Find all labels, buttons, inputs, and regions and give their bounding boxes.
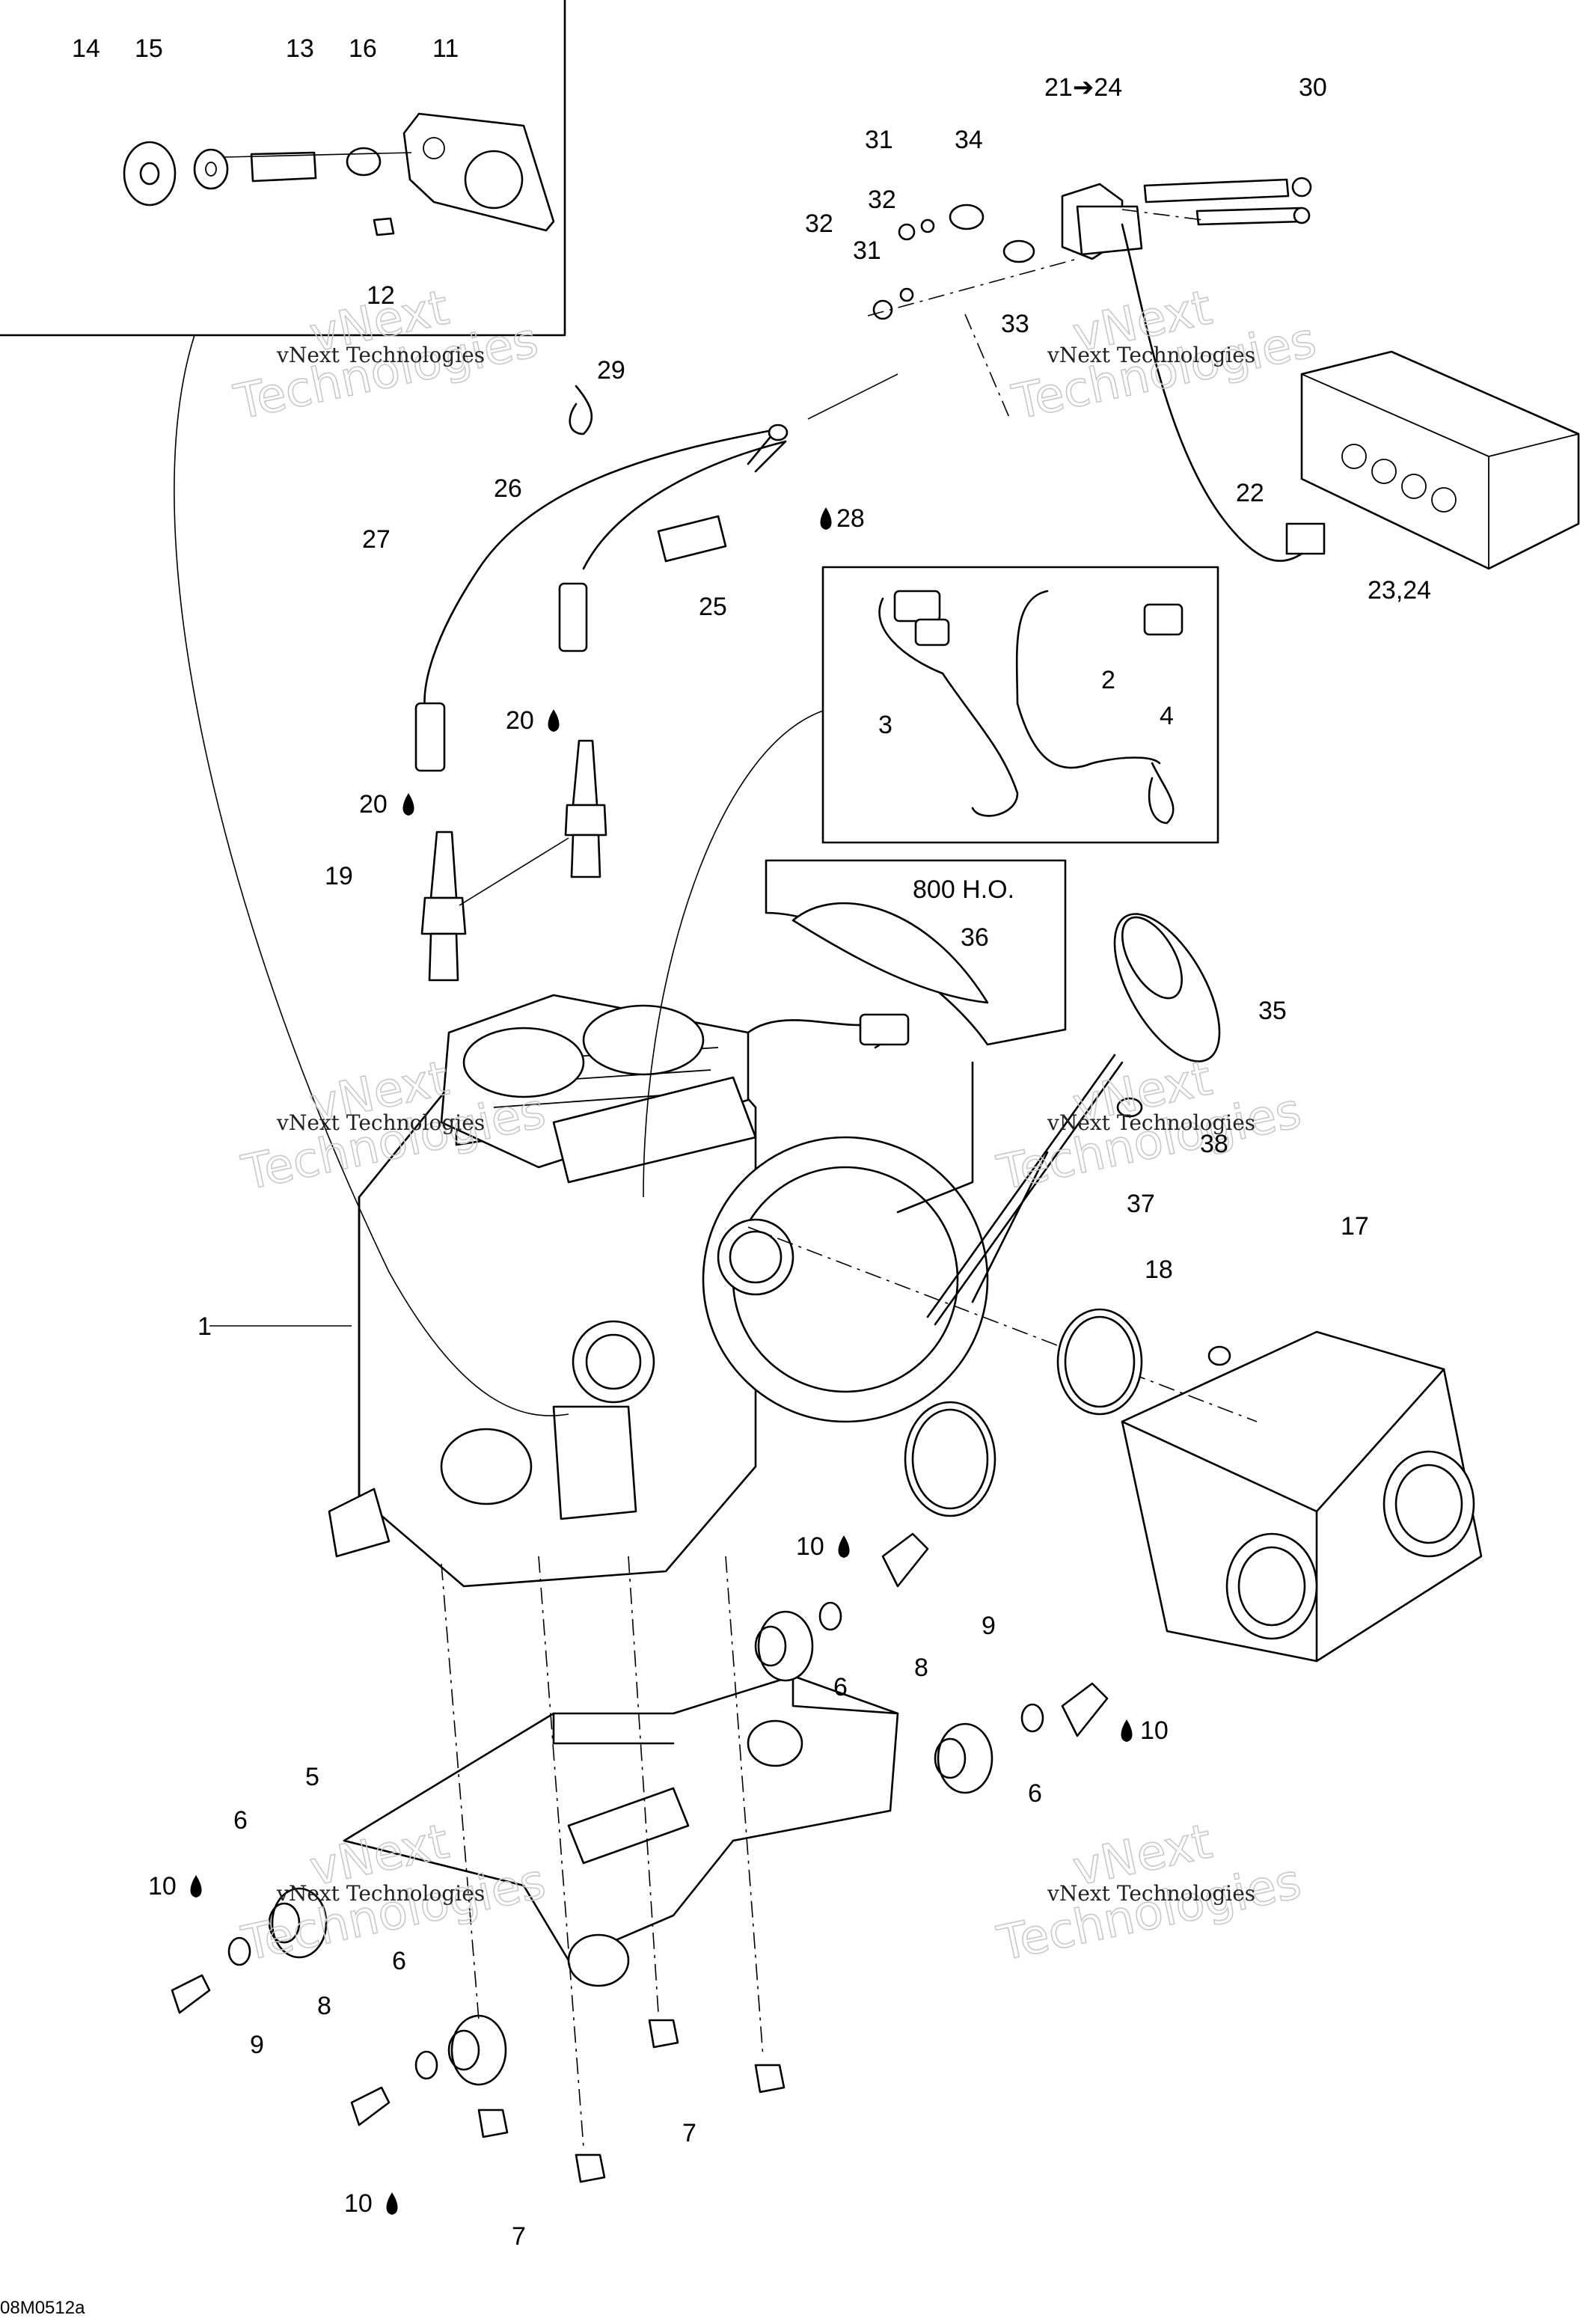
callout-13: 13 — [286, 34, 314, 63]
callout-16: 16 — [349, 34, 377, 63]
callout-2: 2 — [1101, 666, 1115, 694]
callout-34: 34 — [955, 126, 983, 154]
callout-3: 3 — [878, 711, 892, 739]
drop-icon — [386, 2192, 398, 2215]
callout-27: 27 — [362, 525, 391, 554]
callout-18: 18 — [1145, 1256, 1173, 1284]
callout-29: 29 — [597, 356, 625, 385]
callout-22: 22 — [1236, 479, 1264, 507]
drop-icon — [820, 507, 832, 530]
clamps — [904, 1308, 1143, 1517]
drop-icon — [838, 1535, 850, 1558]
callout-6-center: 6 — [833, 1673, 848, 1701]
callout-30: 30 — [1299, 73, 1327, 102]
callout-800-ho: 800 H.O. — [913, 875, 1014, 904]
callout-5: 5 — [305, 1763, 319, 1791]
callout-32-lower: 32 — [805, 210, 833, 238]
callout-17: 17 — [1341, 1212, 1369, 1241]
drop-icon — [402, 793, 414, 816]
callout-35: 35 — [1258, 997, 1287, 1025]
drop-icon — [1121, 1719, 1133, 1742]
connector-assembly — [867, 177, 1326, 562]
ignition-wires — [414, 385, 789, 772]
callout-labels: 14 15 13 16 11 12 31 34 21➔24 30 32 32 3… — [72, 34, 1431, 2251]
callout-32-upper: 32 — [868, 186, 896, 214]
callout-12: 12 — [367, 281, 395, 310]
callout-20-lower: 20 — [359, 790, 388, 819]
carburetor-assembly — [747, 1226, 1483, 1663]
callout-10-center: 10 — [796, 1532, 824, 1561]
callout-9-right: 9 — [982, 1612, 996, 1640]
ho-inset — [765, 859, 1067, 1214]
callout-1: 1 — [198, 1312, 212, 1341]
watermark-line-4: vNext Technologies — [1047, 1110, 1255, 1135]
lubricant-drop-markers — [190, 507, 1133, 2215]
callout-10-left-lower: 10 — [344, 2189, 373, 2218]
callout-26: 26 — [494, 474, 522, 503]
callout-15: 15 — [135, 34, 163, 63]
callout-33: 33 — [1001, 310, 1029, 338]
callout-25: 25 — [699, 593, 727, 621]
drop-icon — [548, 709, 560, 732]
watermark-line-2: vNext Technologies — [276, 343, 485, 367]
callout-38: 38 — [1200, 1130, 1228, 1158]
engine-block — [328, 994, 989, 1588]
callout-10-left-upper: 10 — [148, 1872, 177, 1901]
watermark-line-5: vNext Technologies — [276, 1881, 485, 1906]
callout-8-right: 8 — [914, 1654, 928, 1682]
callout-36: 36 — [961, 923, 989, 952]
inset-frame — [0, 0, 566, 337]
callout-28: 28 — [836, 504, 865, 533]
leader-lines — [174, 334, 898, 1416]
mount-hardware — [171, 1532, 1109, 2183]
callout-10-right: 10 — [1140, 1716, 1169, 1745]
engine-mount-bracket — [343, 1675, 899, 1987]
callout-6-right: 6 — [1028, 1779, 1042, 1808]
callout-31-top: 31 — [865, 126, 893, 154]
callout-20-upper: 20 — [506, 706, 534, 735]
callout-37: 37 — [1127, 1190, 1155, 1218]
air-silencer-box — [1300, 350, 1580, 570]
watermark-line-3: vNext Technologies — [276, 1110, 485, 1135]
callout-14: 14 — [72, 34, 100, 63]
callout-19: 19 — [325, 862, 353, 890]
callout-23-24: 23,24 — [1368, 576, 1431, 605]
watermark-line-6: vNext Technologies — [1047, 1881, 1255, 1906]
drawing-reference-code: 08M0512a — [0, 2298, 85, 2318]
callout-31-lower: 31 — [853, 236, 881, 265]
callout-21-24: 21➔24 — [1044, 73, 1122, 102]
callout-11: 11 — [432, 34, 459, 63]
watermark-line-1: vNext Technologies — [1047, 343, 1255, 367]
inset-bracket-parts — [123, 112, 555, 236]
oil-reservoir — [926, 913, 1221, 1326]
spark-plugs — [420, 739, 607, 982]
callout-6-left-upper: 6 — [233, 1806, 248, 1835]
callout-7-left: 7 — [512, 2222, 526, 2251]
callout-7-right: 7 — [682, 2119, 696, 2147]
callout-8-left: 8 — [317, 1992, 331, 2020]
callout-9-left: 9 — [250, 2031, 264, 2059]
harness-inset — [821, 566, 1219, 844]
callout-4: 4 — [1160, 702, 1174, 730]
callout-6-left-lower: 6 — [392, 1947, 406, 1975]
drop-icon — [190, 1875, 202, 1898]
